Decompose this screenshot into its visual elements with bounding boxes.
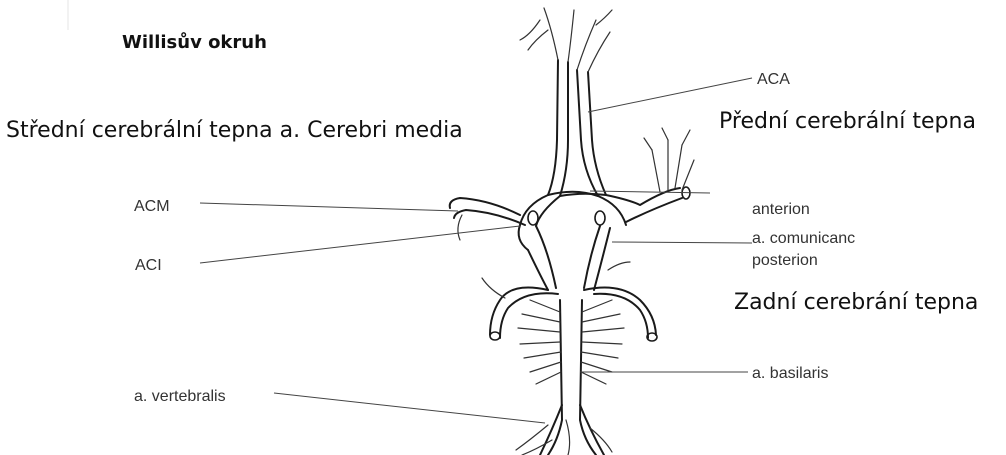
leader-vertebralis (274, 393, 545, 423)
leader-aci (200, 226, 520, 263)
leader-aca (588, 78, 752, 112)
label-vertebralis: a. vertebralis (134, 388, 226, 405)
caption-posterior-cerebral: Zadní cerebrání tepna (734, 290, 978, 315)
leader-acm (200, 203, 458, 211)
label-aca: ACA (757, 71, 790, 88)
label-anterion: anterion (752, 201, 810, 218)
leader-anterion (590, 191, 710, 193)
caption-middle-cerebral: Střední cerebrální tepna a. Cerebri medi… (6, 118, 463, 143)
diagram-title: Willisův okruh (122, 31, 267, 53)
label-basilaris: a. basilaris (752, 365, 828, 382)
label-comunicanc: a. comunicanc (752, 230, 855, 247)
label-posterion: posterion (752, 252, 818, 269)
leader-comunicanc (612, 242, 752, 243)
label-acm: ACM (134, 198, 170, 215)
label-aci: ACI (135, 257, 162, 274)
caption-anterior-cerebral: Přední cerebrální tepna (719, 109, 976, 134)
vessel-drawing (450, 8, 694, 455)
